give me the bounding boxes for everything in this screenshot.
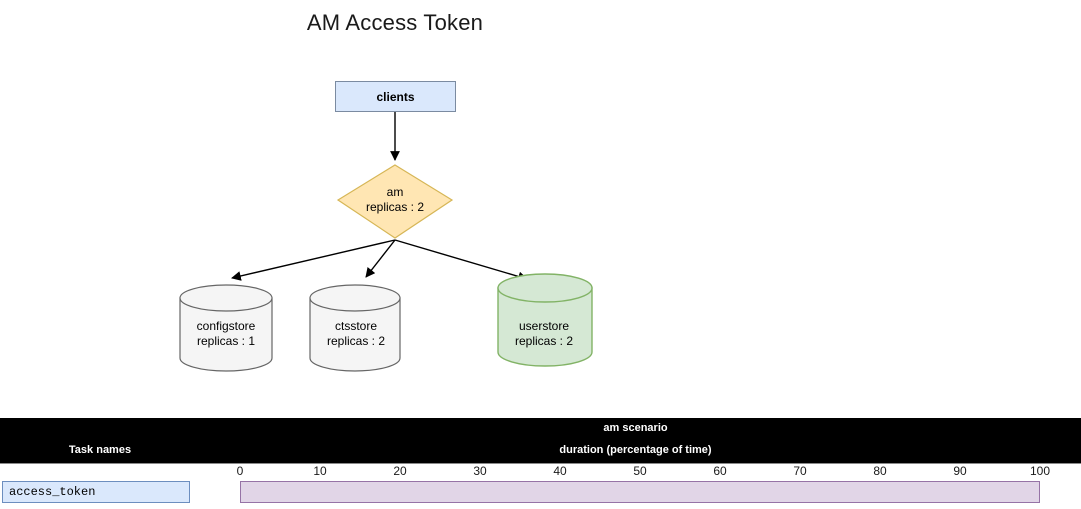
node-clients-box: clients — [335, 81, 456, 112]
gantt-axis: 0 10 20 30 40 50 60 70 80 90 100 — [0, 464, 1081, 484]
axis-tick-label: 90 — [953, 464, 967, 478]
axis-tick-label: 0 — [236, 464, 244, 478]
axis-tick-label: 40 — [553, 464, 567, 478]
edge-am-to-configstore — [231, 239, 396, 281]
axis-tick-label: 50 — [633, 464, 647, 478]
architecture-diagram: clients am replicas : 2 configstore repl… — [0, 60, 1081, 400]
node-ctsstore-cylinder — [309, 284, 401, 372]
node-userstore-cylinder — [497, 273, 593, 367]
axis-tick-label: 10 — [313, 464, 327, 478]
node-clients-label: clients — [376, 89, 415, 104]
gantt-header-band — [0, 418, 1081, 463]
node-configstore-cylinder — [179, 284, 273, 372]
gantt-bar-access_token[interactable] — [240, 481, 1040, 503]
page-title: AM Access Token — [306, 10, 484, 35]
axis-tick-label: 100 — [1029, 464, 1051, 478]
gantt-rows: access_token — [0, 480, 1081, 509]
gantt-task-column-header: Task names — [68, 444, 132, 456]
axis-tick-label: 20 — [393, 464, 407, 478]
axis-tick-label: 80 — [873, 464, 887, 478]
edge-am-to-ctsstore — [365, 239, 396, 278]
axis-tick-label: 60 — [713, 464, 727, 478]
node-am-diamond — [336, 164, 454, 239]
gantt-scenario-title: am scenario — [603, 422, 668, 434]
diagram-canvas — [179, 112, 593, 372]
gantt-axis-rule — [0, 463, 1081, 464]
gantt-duration-header: duration (percentage of time) — [559, 444, 712, 456]
axis-tick-label: 70 — [793, 464, 807, 478]
axis-tick-label: 30 — [473, 464, 487, 478]
gantt-chart: am scenario Task names duration (percent… — [0, 418, 1081, 509]
edge-am-to-userstore — [394, 239, 528, 282]
task-name-access-token[interactable]: access_token — [2, 481, 190, 503]
